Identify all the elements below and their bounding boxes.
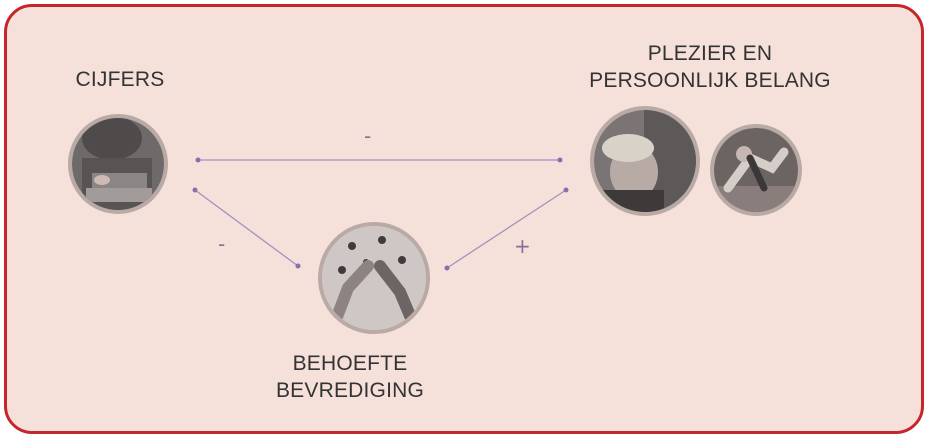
edge-sign-needs-enjoyment: +	[514, 234, 531, 258]
line-endpoint-dot	[195, 157, 201, 163]
smiling-woman-photo	[590, 106, 700, 216]
edge-sign-grades-enjoyment: -	[364, 124, 372, 148]
needs-label: BEHOEFTE BEVREDIGING	[275, 352, 425, 402]
diagram-panel	[4, 4, 924, 434]
line-endpoint-dot	[192, 187, 198, 193]
edge-sign-grades-needs: -	[218, 232, 226, 256]
grades-label: CIJFERS	[75, 68, 165, 91]
climbing-high-five-photo	[318, 222, 430, 334]
enjoyment-label: PLEZIER EN PERSOONLIJK BELANG	[589, 42, 831, 92]
line-endpoint-dot	[563, 187, 569, 193]
line-grades-needs	[194, 189, 299, 267]
line-needs-enjoyment	[446, 189, 567, 269]
line-endpoint-dot	[295, 263, 301, 269]
line-endpoint-dot	[444, 265, 450, 271]
exercising-woman-photo	[710, 124, 802, 216]
connector-lines	[192, 157, 569, 271]
line-endpoint-dot	[557, 157, 563, 163]
student-writing-photo	[68, 114, 168, 214]
